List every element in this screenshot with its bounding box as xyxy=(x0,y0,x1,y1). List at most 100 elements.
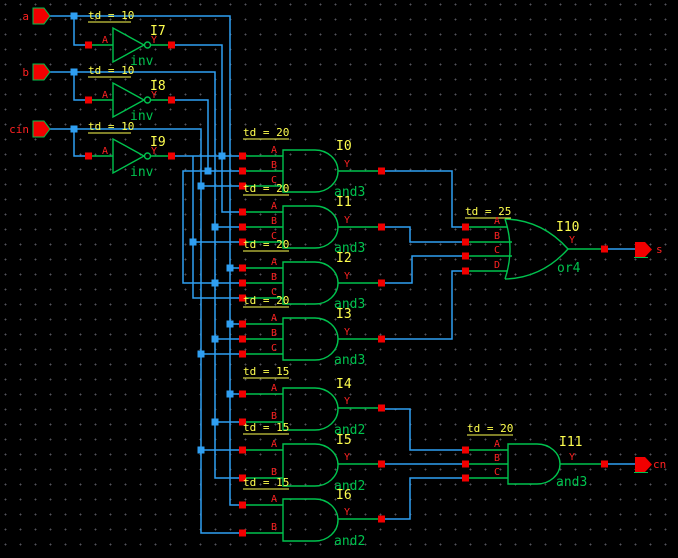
junction-dot xyxy=(189,238,197,246)
junction-dot xyxy=(226,390,234,398)
wire-I2-to-I10[interactable] xyxy=(385,255,462,284)
net-a-inv-drop[interactable] xyxy=(73,16,85,46)
terminal-square xyxy=(85,96,92,104)
inverter-I7[interactable]: td = 10 I7 A Y inv xyxy=(85,9,175,69)
wire-I1-to-I10[interactable] xyxy=(385,226,462,243)
and2-body[interactable] xyxy=(282,498,339,542)
and3-body[interactable] xyxy=(282,149,339,193)
wire-I3-to-I10[interactable] xyxy=(385,270,462,340)
and2-gate-I4[interactable]: td = 15 A B I4 Y and2 xyxy=(239,365,385,438)
and3-gate-I1[interactable]: td = 20 A B C I1 Y and3 xyxy=(239,182,385,256)
and3-gate-I11[interactable]: td = 20 A B C I11 Y and3 xyxy=(462,422,608,490)
pin-label-y: Y xyxy=(344,452,350,463)
cell-label: and2 xyxy=(334,423,365,438)
terminal-square xyxy=(239,446,246,454)
terminal-square xyxy=(168,96,175,104)
input-port-cin[interactable]: cin xyxy=(9,120,51,138)
pin-label-b: B xyxy=(271,467,277,478)
pin-label-d: D xyxy=(494,260,500,271)
inverter-I9[interactable]: td = 10 I9 A Y inv xyxy=(85,120,175,180)
terminal-square xyxy=(462,460,469,468)
net-c-bar[interactable] xyxy=(175,155,239,299)
delay-label: td = 10 xyxy=(88,9,134,22)
delay-label: td = 10 xyxy=(88,120,134,133)
delay-label: td = 20 xyxy=(243,182,289,195)
pin-label-a: A xyxy=(494,216,500,227)
terminal-square xyxy=(239,501,246,509)
instance-label: I6 xyxy=(336,488,352,503)
wire-I6-to-I11[interactable] xyxy=(385,477,462,520)
instance-label: I1 xyxy=(336,195,352,210)
pin-label-y: Y xyxy=(344,396,350,407)
input-pin-symbol[interactable] xyxy=(32,7,51,25)
net-cin-inv-drop[interactable] xyxy=(73,129,85,157)
net-bbar-wire[interactable] xyxy=(175,99,209,171)
delay-label: td = 10 xyxy=(88,64,134,77)
inv-body[interactable] xyxy=(112,81,146,119)
terminal-square xyxy=(378,460,385,468)
inv-body[interactable] xyxy=(112,137,146,175)
output-pin-symbol[interactable] xyxy=(635,457,652,472)
and2-body[interactable] xyxy=(282,443,339,487)
net-a-wire[interactable] xyxy=(50,15,239,506)
cell-label: and3 xyxy=(556,475,587,490)
net-cbar-vert[interactable] xyxy=(192,156,239,299)
terminal-square xyxy=(601,460,608,468)
port-label-b: b xyxy=(22,66,29,79)
output-pin-symbol[interactable] xyxy=(635,242,652,257)
input-port-b[interactable]: b xyxy=(22,63,51,81)
inv-body[interactable] xyxy=(112,26,146,64)
inverter-I8[interactable]: td = 10 I8 A Y inv xyxy=(85,64,175,124)
terminal-square xyxy=(239,320,246,328)
delay-label: td = 20 xyxy=(243,126,289,139)
and2-body[interactable] xyxy=(282,387,339,431)
input-pin-symbol[interactable] xyxy=(32,120,51,138)
cell-label: inv xyxy=(130,109,154,124)
pin-label-b: B xyxy=(271,216,277,227)
net-a-branches[interactable] xyxy=(230,267,239,395)
net-a[interactable] xyxy=(50,15,239,506)
net-cin-branches[interactable] xyxy=(201,185,239,451)
net-b-branches[interactable] xyxy=(215,226,239,423)
and3-gate-I3[interactable]: td = 20 A B C I3 Y and3 xyxy=(239,294,385,368)
net-a-bar[interactable] xyxy=(175,44,239,213)
net-abar-wire[interactable] xyxy=(175,44,239,213)
and3-body[interactable] xyxy=(282,261,339,305)
terminal-square xyxy=(239,279,246,287)
pin-label-c: C xyxy=(494,245,500,256)
junction-dot xyxy=(218,152,226,160)
cell-label: and3 xyxy=(334,297,365,312)
net-b-inv-drop[interactable] xyxy=(73,72,85,101)
input-port-a[interactable]: a xyxy=(22,7,51,25)
and3-gate-I0[interactable]: td = 20 A B C I0 Y and3 xyxy=(239,126,385,200)
pin-label-a: A xyxy=(271,145,277,156)
net-b-wire[interactable] xyxy=(50,71,239,479)
or4-body[interactable] xyxy=(504,218,569,280)
and3-body[interactable] xyxy=(507,443,561,485)
and3-body[interactable] xyxy=(282,205,339,249)
output-port-cn[interactable]: cn xyxy=(634,457,666,473)
terminal-square xyxy=(378,335,385,343)
and2-gate-I6[interactable]: td = 15 A B I6 Y and2 xyxy=(239,476,385,549)
wire-I0-to-I10[interactable] xyxy=(385,170,462,228)
wire-I4-to-I11[interactable] xyxy=(385,408,462,451)
net-cin-wire[interactable] xyxy=(50,128,239,534)
and3-body[interactable] xyxy=(282,317,339,361)
and2-gate-I5[interactable]: td = 15 A B I5 Y and2 xyxy=(239,421,385,494)
net-cin[interactable] xyxy=(50,128,239,534)
or4-gate-I10[interactable]: td = 25 A B C D I10 Y or4 xyxy=(462,205,608,280)
cell-label: inv xyxy=(130,54,154,69)
pin-label-a: A xyxy=(271,313,277,324)
cell-label: and2 xyxy=(334,479,365,494)
terminal-square xyxy=(239,294,246,302)
instance-label: I11 xyxy=(559,435,582,450)
net-b[interactable] xyxy=(50,71,239,479)
terminal-square xyxy=(601,245,608,253)
terminal-square xyxy=(239,418,246,426)
output-port-s[interactable]: s xyxy=(634,242,663,258)
delay-label: td = 15 xyxy=(243,421,289,434)
input-pin-symbol[interactable] xyxy=(32,63,51,81)
and3-gate-I2[interactable]: td = 20 A B C I2 Y and3 xyxy=(239,238,385,312)
